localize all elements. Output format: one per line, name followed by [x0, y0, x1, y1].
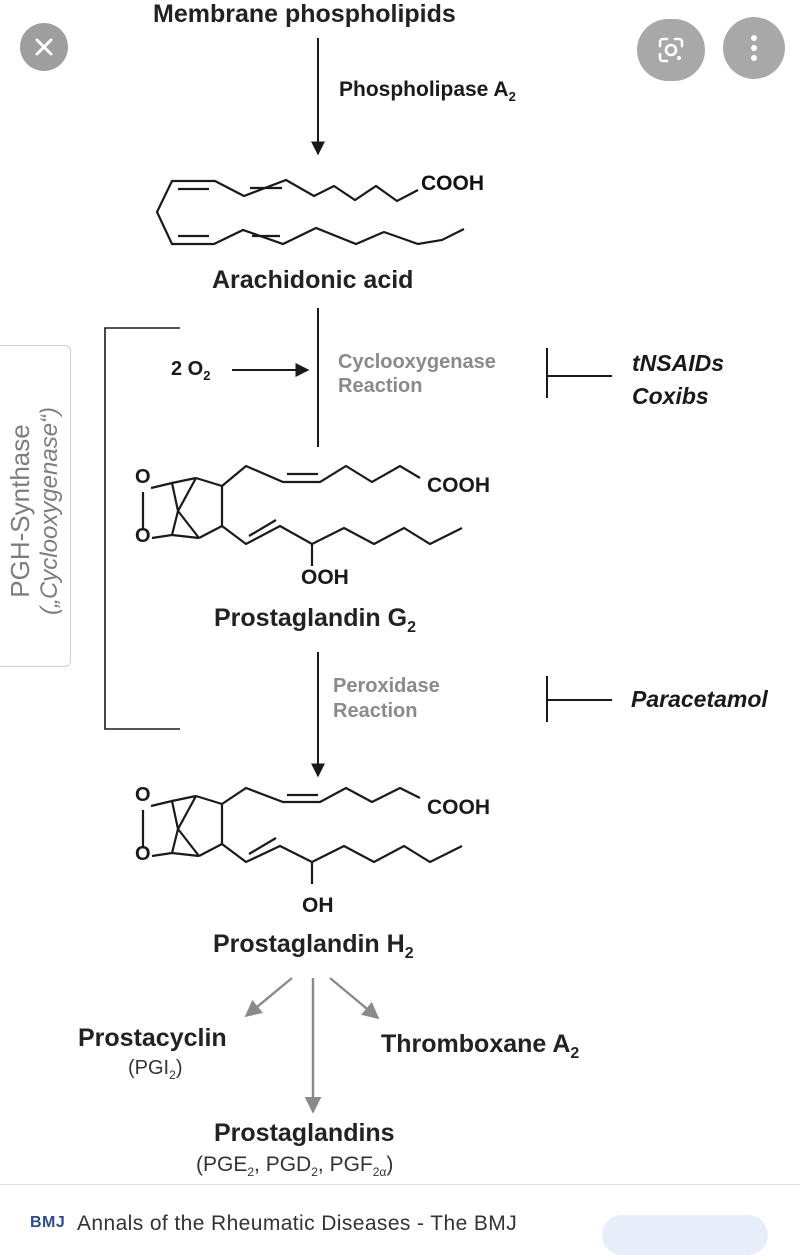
pgg2-ring-oxygen-top: O: [135, 466, 151, 488]
bmj-logo: BMJ: [30, 1214, 66, 1231]
inhibition-cox: [546, 348, 612, 398]
inhibition-peroxidase: [546, 676, 612, 722]
cox-inhibitors-label: tNSAIDs Coxibs: [632, 350, 725, 409]
pgh-synthase-label: PGH-Synthase („Cyclooxygenase“): [5, 406, 63, 616]
close-icon: [35, 38, 53, 56]
more-options-button[interactable]: [723, 17, 785, 79]
cox-reaction-label: Cyclooxygenase Reaction: [338, 351, 496, 397]
prostaglandin-types-label: (PGE2, PGD2, PGF2α): [196, 1153, 394, 1180]
cooh-label-arachidonic: COOH: [421, 172, 484, 195]
pgg2-ring-oxygen-bottom: O: [135, 525, 151, 547]
source-footer: BMJ Annals of the Rheumatic Diseases - T…: [0, 1184, 800, 1255]
lens-search-icon: [658, 37, 684, 63]
pgh2-structure: [141, 786, 463, 884]
cooh-label-pgh2: COOH: [427, 796, 490, 819]
visit-button[interactable]: [602, 1215, 768, 1255]
pgh2-ring-oxygen-bottom: O: [135, 843, 151, 865]
lens-search-button[interactable]: [637, 19, 705, 81]
pgg2-structure: [141, 464, 463, 566]
arrow-thromboxane: [329, 977, 380, 1020]
arrow-prostacyclin: [244, 977, 293, 1018]
prostaglandins-label: Prostaglandins: [214, 1119, 395, 1147]
cooh-label-pgg2: COOH: [427, 474, 490, 497]
prostaglandin-h2-label: Prostaglandin H2: [213, 930, 414, 962]
oxygen-label: 2 O2: [171, 358, 211, 383]
prostaglandin-g2-label: Prostaglandin G2: [214, 604, 416, 636]
thromboxane-a2-label: Thromboxane A2: [381, 1030, 580, 1062]
ooh-label: OOH: [301, 566, 349, 589]
pgi2-label: (PGI2): [128, 1057, 183, 1082]
pgh2-ring-oxygen-top: O: [135, 784, 151, 806]
arachidonic-acid-structure: [155, 178, 465, 246]
paracetamol-label: Paracetamol: [631, 686, 768, 712]
phospholipase-label: Phospholipase A2: [339, 78, 516, 105]
close-button[interactable]: [20, 23, 68, 71]
enzyme-side-panel: PGH-Synthase („Cyclooxygenase“): [0, 345, 71, 667]
arachidonic-acid-label: Arachidonic acid: [212, 266, 414, 294]
prostacyclin-label: Prostacyclin: [78, 1024, 227, 1052]
oh-label: OH: [302, 894, 334, 917]
peroxidase-reaction-label: Peroxidase Reaction: [333, 675, 440, 722]
membrane-phospholipids-label: Membrane phospholipids: [153, 0, 456, 28]
enzyme-bracket: [104, 327, 180, 730]
more-vertical-icon: [751, 35, 757, 61]
source-link[interactable]: Annals of the Rheumatic Diseases - The B…: [77, 1212, 518, 1235]
